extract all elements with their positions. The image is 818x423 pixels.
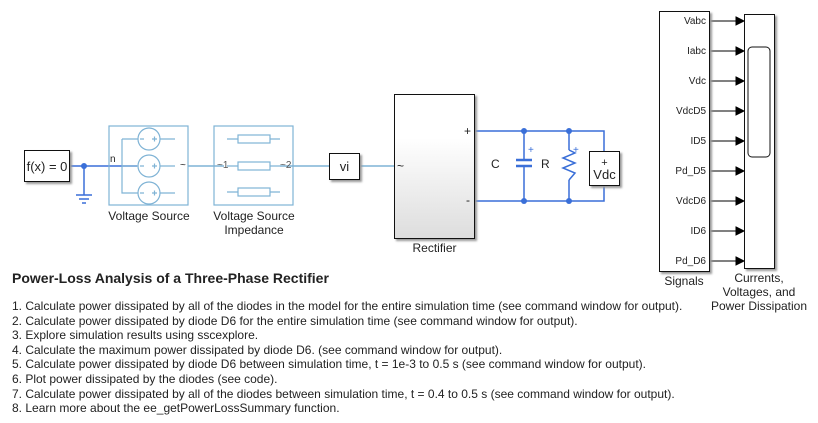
scope-label-line2: Voltages, and	[722, 285, 796, 299]
signal-port-label: ID6	[690, 226, 706, 237]
signal-arrow	[710, 136, 746, 146]
signal-port-label: Pd_D5	[675, 166, 706, 177]
steps-list: 1. Calculate power dissipated by all of …	[12, 299, 682, 416]
impedance-label-line2: Impedance	[224, 223, 284, 237]
signal-port-label: VdcD5	[675, 106, 706, 117]
port-2-label: ~2	[280, 160, 292, 171]
resistor-icon	[561, 149, 577, 181]
vdc-sensor-block[interactable]: +Vdc	[589, 151, 620, 186]
port-n-label: n	[110, 154, 116, 165]
step-link[interactable]: 3. Explore simulation results using ssce…	[12, 328, 259, 343]
rectifier-plus-port: +	[464, 124, 472, 138]
vi-label: vi	[339, 159, 350, 174]
voltage-source-label: Voltage Source	[108, 209, 190, 223]
solver-label: f(x) = 0	[26, 158, 68, 174]
capacitor-label: C	[491, 157, 500, 171]
impedance-icon	[213, 125, 294, 206]
signals-label: Signals	[664, 274, 704, 288]
signal-port-label: Vabc	[683, 16, 706, 27]
signal-arrow	[710, 106, 746, 116]
step-link[interactable]: 8. Learn more about the ee_getPowerLossS…	[12, 401, 340, 416]
rectifier-block[interactable]	[394, 94, 475, 239]
signal-port-label: VdcD6	[675, 196, 706, 207]
vdc-plus: +	[601, 156, 608, 169]
step-link[interactable]: 7. Calculate power dissipated by all of …	[12, 386, 675, 401]
signal-arrow	[710, 196, 746, 206]
impedance-block[interactable]	[214, 126, 293, 205]
scope-display-icon	[747, 46, 771, 158]
rectifier-minus-port: -	[466, 193, 470, 207]
capacitor-plus: +	[528, 145, 534, 156]
signal-port-label: Iabc	[687, 46, 706, 57]
impedance-label-line1: Voltage Source	[213, 209, 295, 223]
rectifier-label: Rectifier	[412, 241, 457, 255]
rectifier-ac-port: ~	[397, 159, 405, 173]
step-link[interactable]: 1. Calculate power dissipated by all of …	[12, 299, 683, 313]
step-link[interactable]: 2. Calculate power dissipated by diode D…	[12, 313, 578, 328]
three-phase-source-icon	[108, 125, 189, 206]
port-1-label: ~1	[217, 160, 229, 171]
solver-configuration-block[interactable]: f(x) = 0	[24, 150, 70, 182]
signal-arrow	[710, 226, 746, 236]
signal-arrow	[710, 16, 746, 26]
page-title: Power-Loss Analysis of a Three-Phase Rec…	[12, 270, 329, 286]
signal-port-label: ID5	[690, 136, 706, 147]
resistor-label: R	[541, 157, 550, 171]
signal-arrow	[710, 256, 746, 266]
capacitor-icon	[516, 158, 532, 168]
signal-port-label: Pd_D6	[675, 256, 706, 267]
signal-arrow	[710, 46, 746, 56]
signal-arrow	[710, 166, 746, 176]
vi-block[interactable]: vi	[329, 153, 360, 180]
signal-port-label: Vdc	[688, 76, 706, 87]
scope-block[interactable]	[744, 14, 775, 269]
scope-label-line1: Currents,	[734, 271, 784, 285]
ground-icon	[76, 194, 92, 204]
step-link[interactable]: 4. Calculate the maximum power dissipate…	[12, 342, 503, 357]
signal-arrow	[710, 76, 746, 86]
step-link[interactable]: 5. Calculate power dissipated by diode D…	[12, 357, 647, 372]
resistor-plus: +	[573, 145, 579, 156]
wire-dc	[474, 130, 605, 202]
vdc-label: Vdc	[593, 166, 616, 182]
scope-label-line3: Power Dissipation	[710, 299, 808, 313]
voltage-source-block[interactable]	[109, 126, 188, 205]
step-link[interactable]: 6. Plot power dissipated by the diodes (…	[12, 371, 278, 386]
port-tilde-label: ~	[180, 160, 186, 171]
